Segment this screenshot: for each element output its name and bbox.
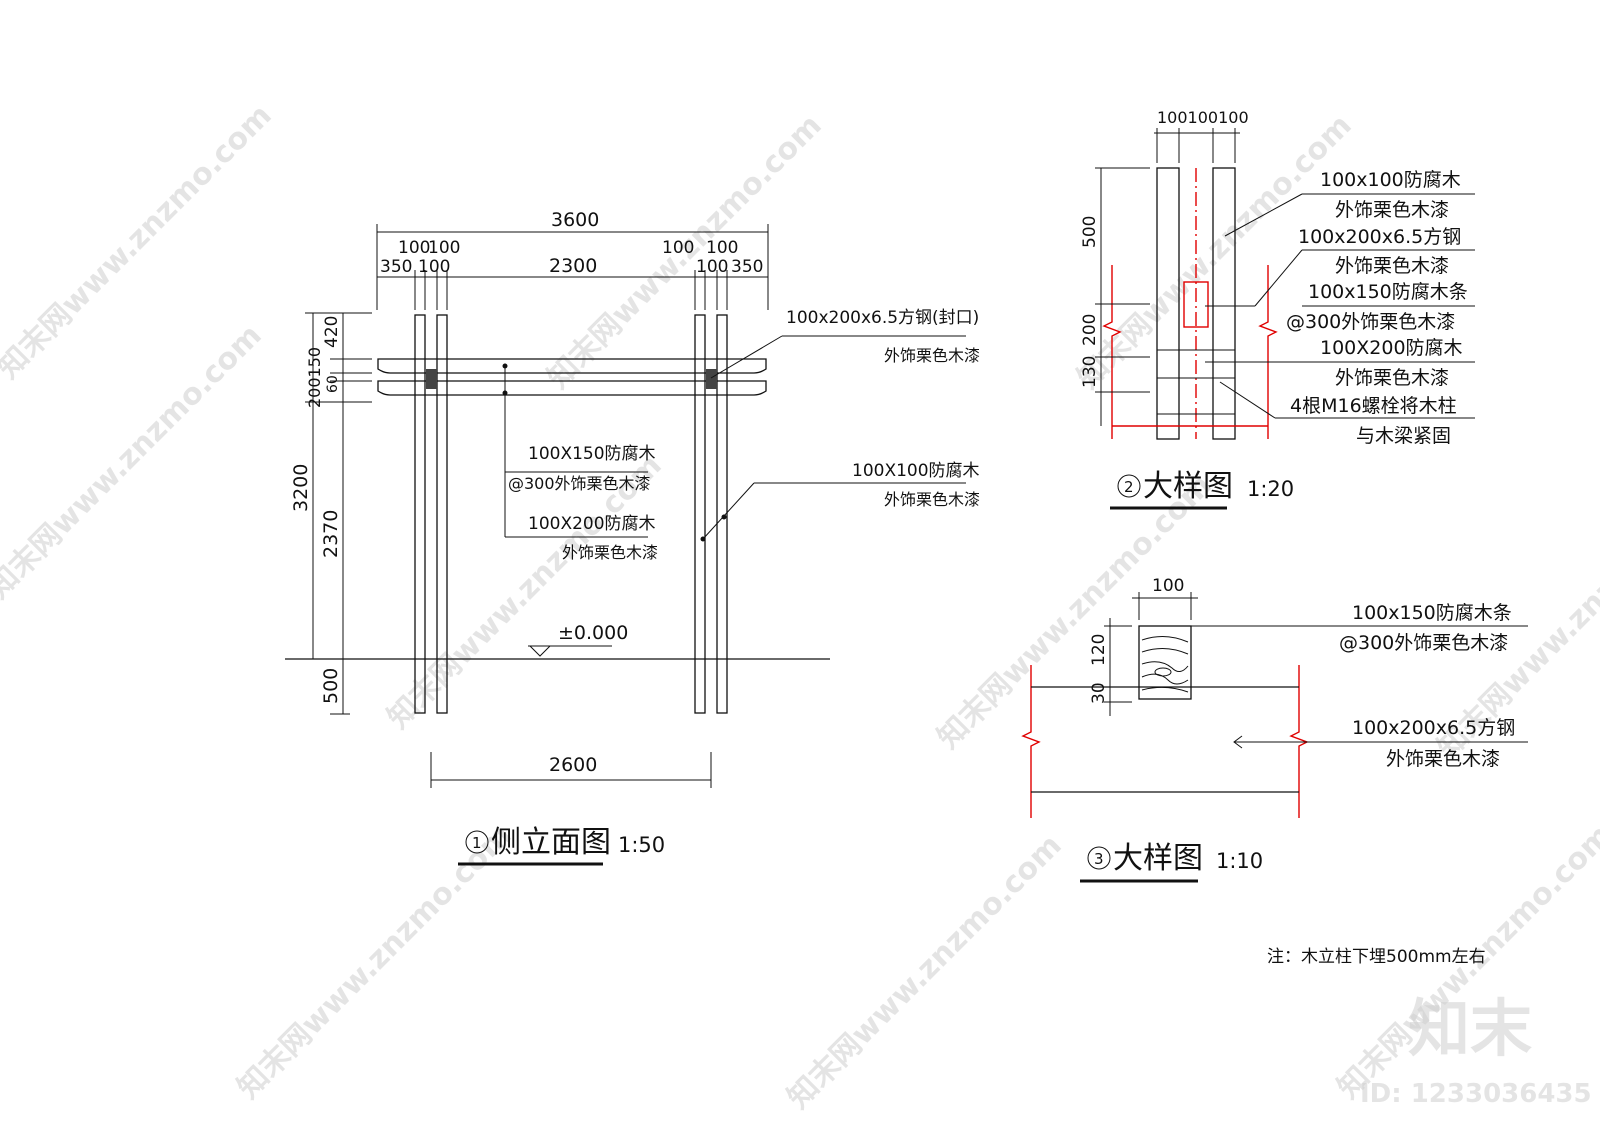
detail2-note-4: 外饰栗色木漆 xyxy=(1335,255,1449,277)
detail2-note-10: 与木梁紧固 xyxy=(1356,425,1451,447)
title-circle-3 xyxy=(1087,846,1111,870)
watermark-id: ID: 1233036435 xyxy=(1360,1079,1592,1109)
detail2-leaders xyxy=(1205,193,1475,419)
callout-steel-line1: 100x200x6.5方钢(封口) xyxy=(786,308,979,328)
detail2-post-left xyxy=(1156,167,1180,440)
detail3-note-4: 外饰栗色木漆 xyxy=(1386,748,1500,770)
detail-3: 100 120 30 100x150防腐木条 @300外饰栗色木漆 100x20… xyxy=(1021,576,1528,883)
detail2-dim-130: 130 xyxy=(1080,356,1100,388)
detail3-break-right xyxy=(1289,665,1309,818)
detail3-timber xyxy=(1138,625,1192,700)
dim-2600: 2600 xyxy=(549,754,597,776)
detail2-note-2: 外饰栗色木漆 xyxy=(1335,199,1449,221)
detail3-title: 大样图 xyxy=(1113,841,1203,876)
detail2-break-right xyxy=(1258,265,1278,439)
detail3-dim-120: 120 xyxy=(1089,634,1109,666)
dim-100a: 100 xyxy=(398,238,430,258)
dim-100d: 100 xyxy=(706,238,738,258)
bottom-dimension-line xyxy=(430,752,712,788)
detail3-note-1: 100x150防腐木条 xyxy=(1352,602,1512,624)
dim-60: 60 xyxy=(325,375,341,393)
detail3-wood-grain xyxy=(1141,636,1189,693)
callout-steel-line2: 外饰栗色木漆 xyxy=(884,346,980,365)
lower-beam xyxy=(377,380,767,396)
dim-350-right: 350 xyxy=(731,257,763,277)
watermark-text: 知末网www.znzmo.com xyxy=(1071,108,1359,396)
detail2-scale: 1:20 xyxy=(1247,477,1294,501)
watermark-text: 知末网www.znzmo.com xyxy=(931,468,1219,756)
detail2-left-dims xyxy=(1095,167,1150,426)
callout-post-line2: 外饰栗色木漆 xyxy=(884,490,980,509)
title-circle-2 xyxy=(1117,474,1141,498)
callout-slat-line2: @300外饰栗色木漆 xyxy=(508,474,651,493)
detail-2: 100100100 500 200 130 100x100防腐木 外饰栗色木漆 … xyxy=(1080,108,1475,510)
post-left-2 xyxy=(436,314,448,714)
post-left-1 xyxy=(414,314,426,714)
detail2-note-8: 外饰栗色木漆 xyxy=(1335,367,1449,389)
top-dimension-lines xyxy=(376,224,769,310)
detail2-note-3: 100x200x6.5方钢 xyxy=(1298,226,1461,248)
dim-3200: 3200 xyxy=(290,464,312,512)
steel-section-left xyxy=(426,369,437,389)
detail2-beam-lines xyxy=(1157,349,1235,415)
title-number-1: 1 xyxy=(472,834,482,852)
elevation-title: 侧立面图 xyxy=(491,825,611,860)
detail2-note-1: 100x100防腐木 xyxy=(1320,169,1461,191)
post-right-2 xyxy=(716,314,728,714)
title-number-3: 3 xyxy=(1094,850,1104,868)
detail2-dim-500: 500 xyxy=(1080,216,1100,248)
dim-2300: 2300 xyxy=(549,255,597,277)
dim-2370: 2370 xyxy=(320,510,342,558)
detail2-note-9: 4根M16螺栓将木柱 xyxy=(1290,395,1457,417)
detail2-post-right xyxy=(1212,167,1236,440)
dim-200150: 200150 xyxy=(305,347,324,408)
callout-slat-line1: 100X150防腐木 xyxy=(528,444,656,464)
callout-beam-line1: 100X200防腐木 xyxy=(528,514,656,534)
dim-3600: 3600 xyxy=(551,209,599,231)
dim-420: 420 xyxy=(322,316,342,348)
detail3-break-left xyxy=(1021,665,1041,818)
top-beam xyxy=(377,358,767,374)
watermark-text: 知末网www.znzmo.com xyxy=(781,828,1069,1116)
left-dimension-lines xyxy=(305,312,372,715)
detail2-break-left xyxy=(1102,265,1122,439)
dim-500: 500 xyxy=(320,668,342,704)
detail3-note-3: 100x200x6.5方钢 xyxy=(1352,717,1515,739)
detail2-steel xyxy=(1183,281,1209,328)
post-right-1 xyxy=(694,314,706,714)
level-symbol xyxy=(528,645,612,657)
callout-beam-line2: 外饰栗色木漆 xyxy=(562,543,658,562)
dim-100-right: 100 xyxy=(696,257,728,277)
detail3-dim-30: 30 xyxy=(1089,682,1109,704)
detail2-note-7: 100X200防腐木 xyxy=(1320,337,1463,359)
title-number-2: 2 xyxy=(1124,478,1134,496)
detail2-dim-200: 200 xyxy=(1080,314,1100,346)
steel-section-right xyxy=(706,369,717,389)
detail2-title: 大样图 xyxy=(1143,469,1233,504)
detail3-dims xyxy=(1104,592,1198,716)
detail2-note-6: @300外饰栗色木漆 xyxy=(1286,311,1455,333)
dim-100b: 100 xyxy=(428,238,460,258)
watermark-text: 知末网www.znzmo.com xyxy=(0,318,269,606)
footnote: 注：木立柱下埋500mm左右 xyxy=(1267,947,1486,967)
callout-post-line1: 100X100防腐木 xyxy=(852,461,980,481)
detail3-note-2: @300外饰栗色木漆 xyxy=(1339,632,1508,654)
detail2-top-dims xyxy=(1154,128,1240,163)
detail3-scale: 1:10 xyxy=(1216,849,1263,873)
detail2-note-5: 100x150防腐木条 xyxy=(1308,281,1468,303)
side-elevation: 3600 100 100 100 100 350 100 2300 100 35… xyxy=(285,209,980,866)
title-circle-1 xyxy=(465,830,489,854)
dim-100c: 100 xyxy=(662,238,694,258)
elevation-scale: 1:50 xyxy=(618,833,665,857)
watermark-text: 知末网www.znzmo.com xyxy=(231,818,519,1106)
level-label: ±0.000 xyxy=(558,622,628,644)
dim-350-left: 350 xyxy=(380,257,412,277)
detail3-dim-top: 100 xyxy=(1152,576,1184,596)
watermark-logo: 知末 xyxy=(1408,992,1532,1065)
detail3-leaders xyxy=(1191,625,1528,749)
dim-100-left: 100 xyxy=(418,257,450,277)
detail2-dim-top: 100100100 xyxy=(1157,108,1249,127)
